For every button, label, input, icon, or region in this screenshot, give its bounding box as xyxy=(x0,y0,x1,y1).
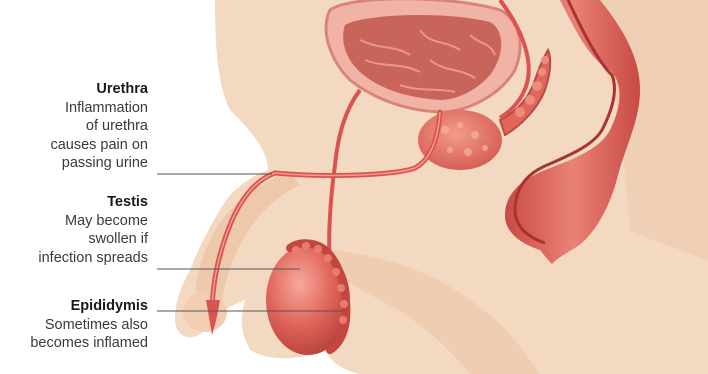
testis-label: Testis May become swollen if infection s… xyxy=(38,193,148,267)
epididymis-desc-line: becomes inflamed xyxy=(30,334,148,353)
urethra-desc-line: of urethra xyxy=(50,117,148,136)
glans xyxy=(183,292,227,332)
epididymis-label: Epididymis Sometimes also becomes inflam… xyxy=(30,297,148,353)
urethra-desc-line: causes pain on xyxy=(50,136,148,155)
urethra-label: Urethra Inflammation of urethra causes p… xyxy=(50,80,148,173)
urethra-title: Urethra xyxy=(50,80,148,99)
testis-title: Testis xyxy=(38,193,148,212)
testis-desc-line: infection spreads xyxy=(38,249,148,268)
prostate xyxy=(418,110,502,170)
testis-desc-line: swollen if xyxy=(38,230,148,249)
epididymis-title: Epididymis xyxy=(30,297,148,316)
urethra-desc-line: passing urine xyxy=(50,154,148,173)
testis-desc-line: May become xyxy=(38,212,148,231)
epididymis-desc-line: Sometimes also xyxy=(30,316,148,335)
urethra-desc-line: Inflammation xyxy=(50,99,148,118)
